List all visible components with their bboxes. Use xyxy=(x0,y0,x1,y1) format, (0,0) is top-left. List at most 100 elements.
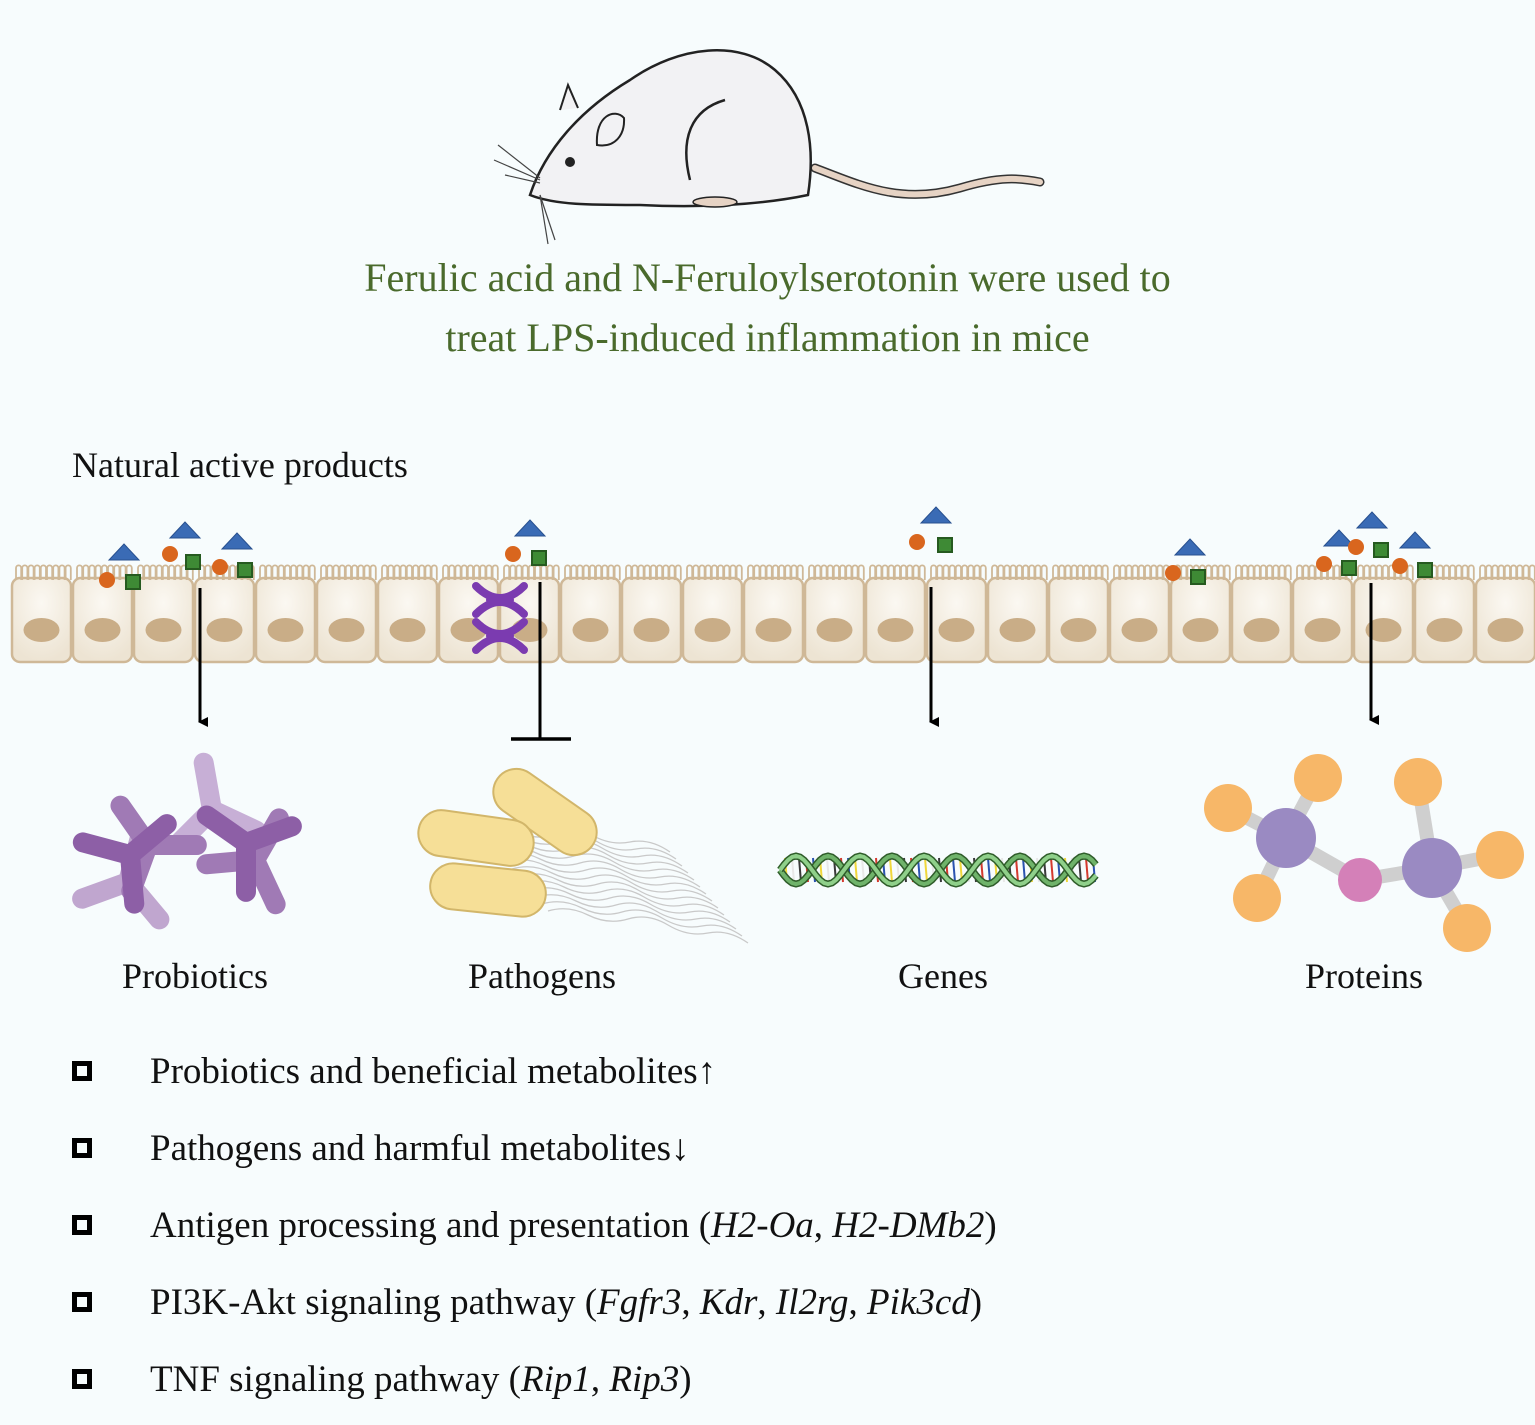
square-molecule-icon xyxy=(237,562,253,578)
checkbox-icon xyxy=(72,1215,92,1235)
epithelial-cell xyxy=(10,564,73,664)
inhibit-arrow xyxy=(511,582,571,741)
atom xyxy=(1402,838,1462,898)
bacterium xyxy=(417,809,535,867)
triangle-molecule-icon xyxy=(513,519,547,537)
epithelial-layer xyxy=(10,564,1535,664)
nucleus xyxy=(267,618,304,642)
epithelial-cell xyxy=(1108,564,1171,664)
probiotics-icon xyxy=(72,752,302,930)
epithelial-cell xyxy=(742,564,805,664)
checkbox-icon xyxy=(72,1369,92,1389)
nucleus xyxy=(572,618,609,642)
epithelial-cell xyxy=(437,564,500,664)
nucleus xyxy=(938,618,975,642)
legend-item: TNF signaling pathway (Rip1, Rip3) xyxy=(72,1354,692,1404)
triangle-molecule-icon xyxy=(919,506,953,524)
pathogens-icon xyxy=(417,767,749,944)
epithelial-cell xyxy=(1413,564,1476,664)
epithelial-cell xyxy=(315,564,378,664)
nucleus xyxy=(389,618,426,642)
nucleus xyxy=(816,618,853,642)
epithelial-cell xyxy=(498,564,561,664)
legend-text: TNF signaling pathway xyxy=(150,1358,500,1400)
nucleus xyxy=(84,618,121,642)
gene-name: Pik3cd xyxy=(867,1281,970,1323)
triangle-molecule-icon xyxy=(1355,511,1389,529)
mouse-icon xyxy=(493,49,1045,245)
epithelial-cell xyxy=(620,564,683,664)
circle-molecule-icon xyxy=(909,534,925,550)
epithelial-cell xyxy=(71,564,134,664)
epithelial-cell xyxy=(193,564,256,664)
atom xyxy=(1338,858,1382,902)
circle-molecule-icon xyxy=(99,572,115,588)
section-label: Natural active products xyxy=(72,445,408,485)
receptor-icon xyxy=(472,582,528,654)
atom xyxy=(1443,904,1491,952)
nucleus xyxy=(694,618,731,642)
nucleus xyxy=(1060,618,1097,642)
gene-name: H2-Oa xyxy=(711,1204,814,1246)
nucleus xyxy=(145,618,182,642)
title-line-1: Ferulic acid and N-Feruloylserotonin wer… xyxy=(364,255,1171,300)
epithelial-cell xyxy=(1474,564,1535,664)
square-molecule-icon xyxy=(1373,542,1389,558)
up-arrow-icon: ↑ xyxy=(697,1050,717,1092)
atom xyxy=(1476,831,1524,879)
nucleus xyxy=(1121,618,1158,642)
epithelial-cell xyxy=(254,564,317,664)
bacterium xyxy=(492,767,598,857)
compound-cluster xyxy=(1348,511,1389,558)
dna-icon xyxy=(777,852,1099,888)
legend-text: Probiotics and beneficial metabolites xyxy=(150,1050,698,1092)
gene-name: Il2rg xyxy=(775,1281,849,1323)
circle-molecule-icon xyxy=(212,559,228,575)
triangle-molecule-icon xyxy=(168,521,202,539)
nucleus xyxy=(1243,618,1280,642)
epithelial-cell xyxy=(559,564,622,664)
epithelial-cell xyxy=(1352,564,1415,664)
nucleus xyxy=(1304,618,1341,642)
checkbox-icon xyxy=(72,1138,92,1158)
target-label-probiotics: Probiotics xyxy=(121,956,268,996)
nucleus xyxy=(206,618,243,642)
natural-products xyxy=(99,506,1433,590)
square-molecule-icon xyxy=(125,574,141,590)
gene-name: H2-DMb2 xyxy=(832,1204,985,1246)
compound-cluster xyxy=(162,521,202,570)
square-molecule-icon xyxy=(185,554,201,570)
atom xyxy=(1294,754,1342,802)
legend-text: Antigen processing and presentation xyxy=(150,1204,690,1246)
compound-cluster xyxy=(909,506,953,553)
circle-molecule-icon xyxy=(1165,565,1181,581)
nucleus xyxy=(1426,618,1463,642)
compound-cluster xyxy=(99,543,141,590)
square-molecule-icon xyxy=(937,537,953,553)
compound-cluster xyxy=(212,532,254,578)
triangle-molecule-icon xyxy=(1173,538,1207,556)
target-label-pathogens: Pathogens xyxy=(468,956,616,996)
epithelial-cell xyxy=(681,564,744,664)
checkbox-icon xyxy=(72,1061,92,1081)
down-arrow-icon: ↓ xyxy=(670,1127,690,1169)
circle-molecule-icon xyxy=(1316,556,1332,572)
compound-cluster xyxy=(505,519,547,566)
square-molecule-icon xyxy=(1417,562,1433,578)
epithelial-cell xyxy=(132,564,195,664)
triangle-molecule-icon xyxy=(107,543,141,561)
atom xyxy=(1394,758,1442,806)
title-line-2: treat LPS-induced inflammation in mice xyxy=(445,315,1090,360)
epithelium-diagram xyxy=(10,506,1535,952)
atom xyxy=(1233,874,1281,922)
nucleus xyxy=(877,618,914,642)
gene-name: Rip3 xyxy=(609,1358,680,1400)
atom xyxy=(1256,808,1316,868)
checkbox-icon xyxy=(72,1292,92,1312)
triangle-molecule-icon xyxy=(1398,531,1432,549)
epithelial-cell xyxy=(803,564,866,664)
gene-name: Fgfr3 xyxy=(597,1281,682,1323)
circle-molecule-icon xyxy=(1392,558,1408,574)
compound-cluster xyxy=(1165,538,1207,585)
epithelial-cell xyxy=(1230,564,1293,664)
